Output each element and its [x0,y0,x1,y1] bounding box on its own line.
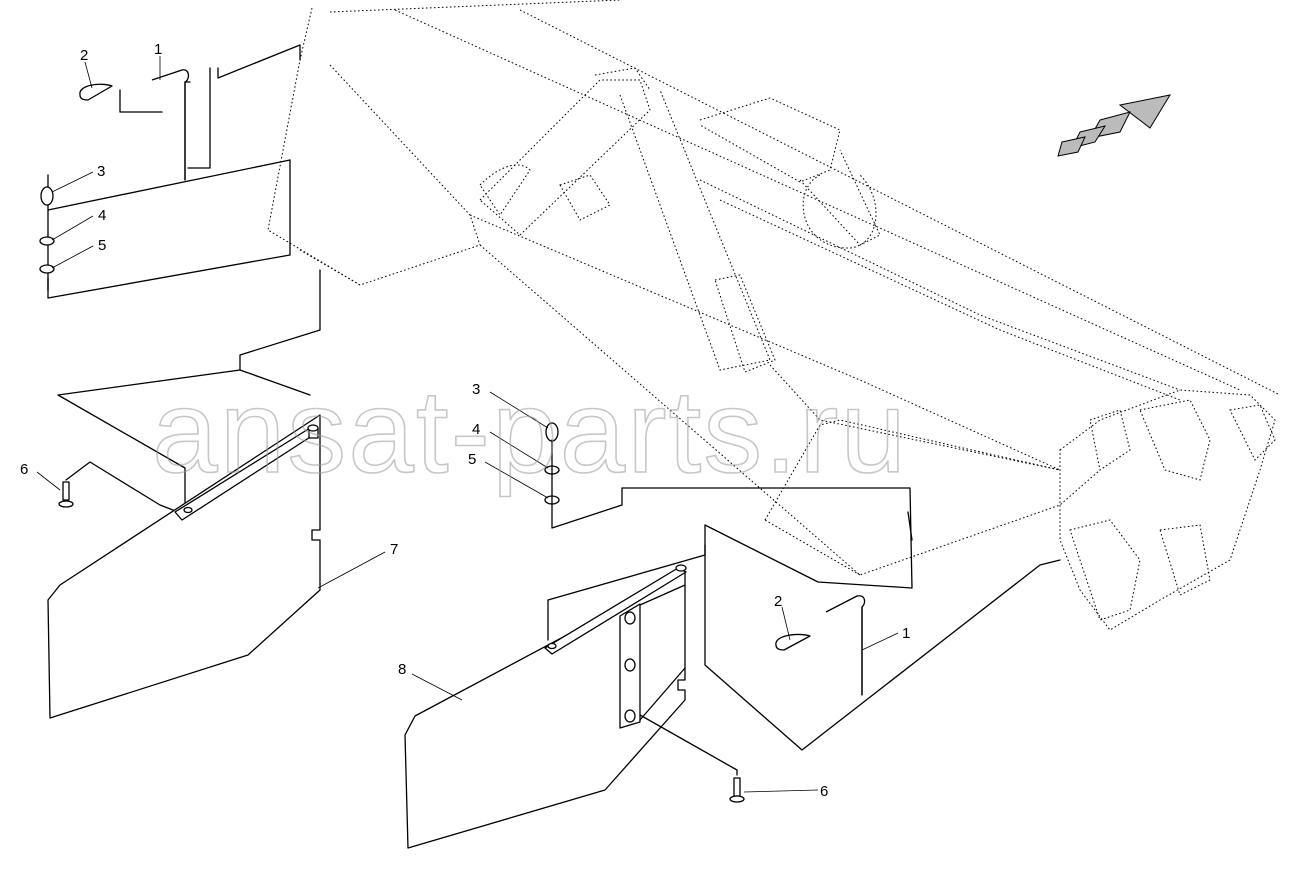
callout-5-middle: 5 [468,451,476,468]
callout-5-left: 5 [98,237,106,254]
right-assembly [404,564,866,849]
callout-7: 7 [390,541,398,558]
callout-1-right: 1 [902,625,910,642]
leader-lines [36,56,899,793]
middle-hardware [544,422,1061,751]
callout-2-right: 2 [774,593,782,610]
watermark: ansat-parts.ru [152,366,908,498]
callout-3-left: 3 [97,163,105,180]
callout-6-left: 6 [20,461,28,478]
left-assembly [39,44,321,719]
machine-frame [267,0,1281,631]
callout-3-middle: 3 [472,381,480,398]
callout-1-left: 1 [154,41,162,58]
callout-labels: 2 1 3 4 5 6 7 3 4 5 2 1 8 6 [20,41,910,800]
callout-6-right: 6 [820,783,828,800]
callout-4-middle: 4 [472,421,480,438]
callout-8: 8 [398,661,406,678]
callout-2-left: 2 [80,47,88,64]
direction-arrow-icon [1057,94,1172,157]
callout-4-left: 4 [98,207,106,224]
